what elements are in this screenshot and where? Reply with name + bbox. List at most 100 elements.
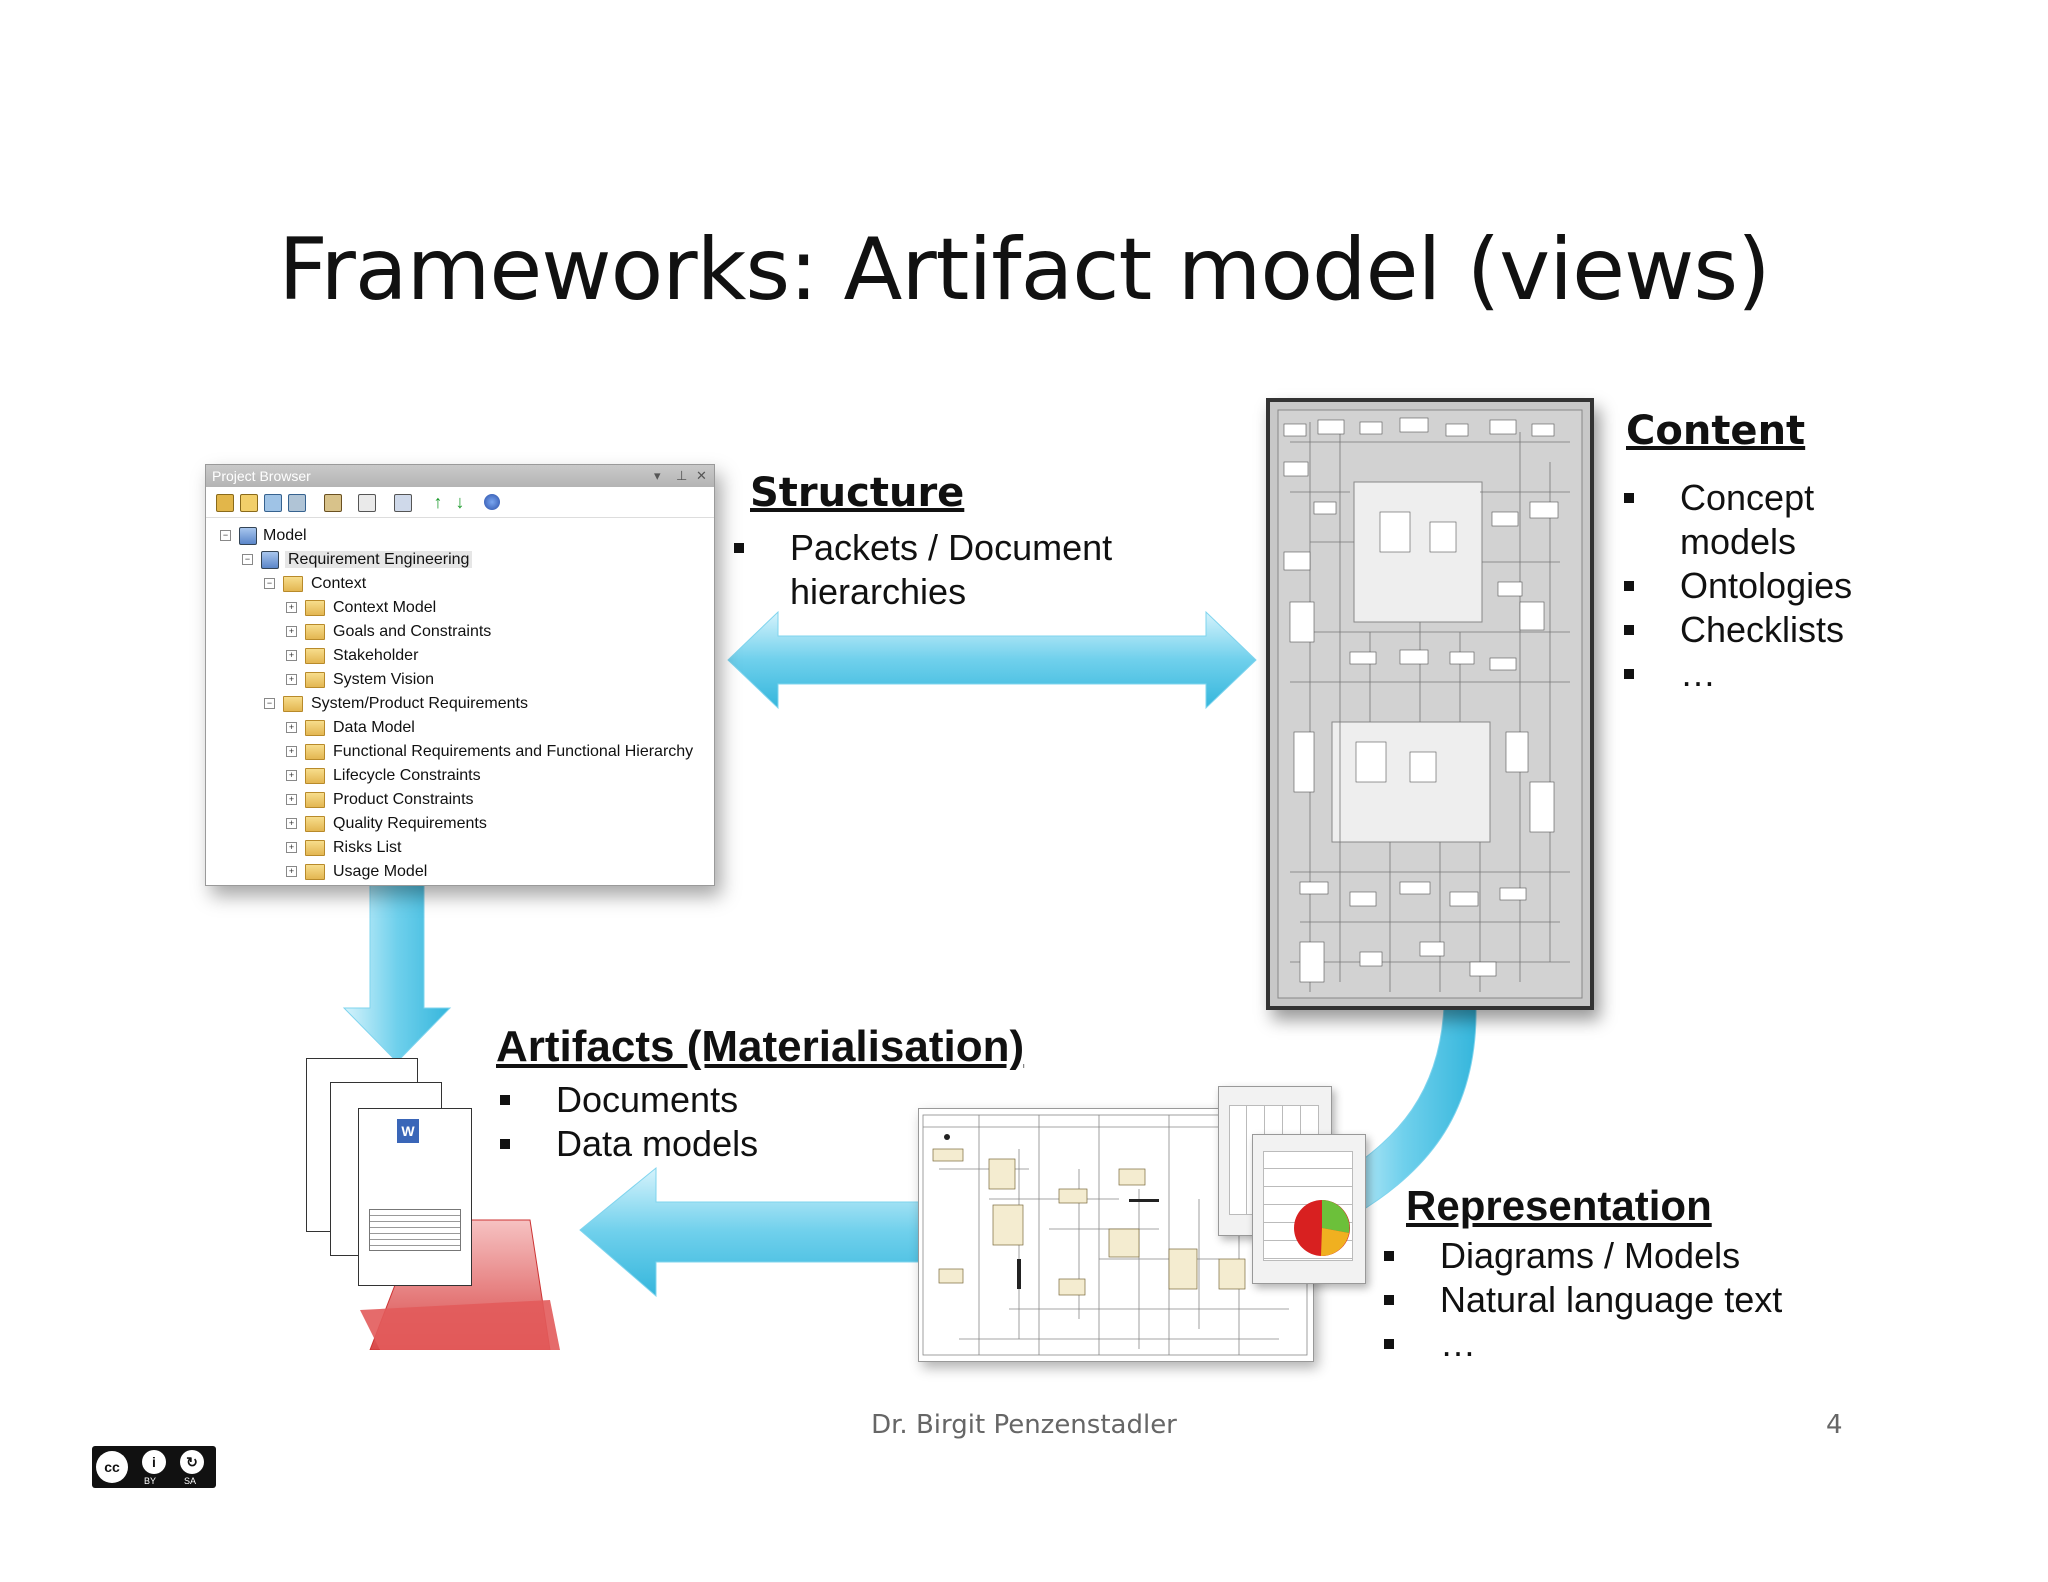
representation-bullets: Diagrams / Models Natural language text … bbox=[1380, 1234, 1782, 1366]
folder-icon bbox=[305, 599, 325, 616]
expand-icon[interactable]: + bbox=[286, 626, 297, 638]
attribution-icon: i bbox=[142, 1450, 166, 1474]
tree-item-lifecycle-constraints[interactable]: +Lifecycle Constraints bbox=[286, 765, 481, 787]
expand-icon[interactable]: + bbox=[286, 770, 297, 782]
collapse-icon[interactable]: − bbox=[220, 530, 231, 542]
expand-icon[interactable]: + bbox=[286, 602, 297, 614]
expand-icon[interactable]: + bbox=[286, 818, 297, 830]
content-heading: Content bbox=[1626, 408, 1806, 454]
project-browser-window: Project Browser ▾ ⊥ ✕ ↑ ↓ −Model −Requir… bbox=[205, 464, 715, 886]
expand-icon[interactable]: + bbox=[286, 794, 297, 806]
tree-item-context-model[interactable]: +Context Model bbox=[286, 597, 436, 619]
by-label: BY bbox=[144, 1476, 157, 1486]
content-bullet-more: … bbox=[1620, 652, 1852, 696]
collapse-icon[interactable]: − bbox=[242, 554, 253, 566]
footer-author: Dr. Birgit Penzenstadler bbox=[871, 1410, 1177, 1440]
model-icon bbox=[239, 526, 257, 545]
tree-item-risks-list[interactable]: +Risks List bbox=[286, 837, 401, 859]
documents-folder-graphic: W bbox=[300, 1050, 580, 1351]
artifacts-bullets: Documents Data models bbox=[496, 1078, 758, 1166]
expand-icon[interactable]: + bbox=[286, 746, 297, 758]
folder-icon bbox=[283, 695, 303, 712]
tree-item-stakeholder[interactable]: +Stakeholder bbox=[286, 645, 418, 667]
project-browser-title: Project Browser bbox=[212, 468, 311, 484]
tree-item-model[interactable]: −Model bbox=[220, 525, 307, 547]
new-model-icon[interactable] bbox=[216, 494, 234, 512]
slide-title: Frameworks: Artifact model (views) bbox=[278, 220, 1770, 320]
tree-item-context[interactable]: −Context bbox=[264, 573, 366, 595]
folder-icon bbox=[305, 839, 325, 856]
content-bullet-ontologies: Ontologies bbox=[1620, 564, 1852, 608]
share-alike-icon: ↻ bbox=[180, 1450, 204, 1474]
collapse-icon[interactable]: − bbox=[264, 698, 275, 710]
sa-label: SA bbox=[184, 1476, 197, 1486]
representation-bullet-natural-language: Natural language text bbox=[1380, 1278, 1782, 1322]
close-icon[interactable]: ✕ bbox=[696, 468, 707, 483]
doc-table bbox=[369, 1209, 461, 1251]
tree-item-system-product-requirements[interactable]: −System/Product Requirements bbox=[264, 693, 528, 715]
find-icon[interactable] bbox=[324, 494, 342, 512]
concept-model-graphic bbox=[1277, 409, 1583, 999]
expand-icon[interactable]: + bbox=[286, 722, 297, 734]
folder-icon bbox=[305, 791, 325, 808]
tree-item-data-model[interactable]: +Data Model bbox=[286, 717, 415, 739]
project-browser-titlebar: Project Browser ▾ ⊥ ✕ bbox=[206, 465, 714, 487]
cc-by-sa-icon[interactable]: cc i ↻ BY SA bbox=[92, 1446, 216, 1488]
expand-icon[interactable]: + bbox=[286, 650, 297, 662]
move-up-icon[interactable]: ↑ bbox=[433, 492, 443, 512]
folder-icon bbox=[305, 863, 325, 880]
representation-heading: Representation bbox=[1406, 1182, 1712, 1229]
activity-diagram-graphic bbox=[922, 1114, 1308, 1356]
collapse-icon[interactable]: − bbox=[264, 578, 275, 590]
folder-front-icon bbox=[360, 1300, 560, 1350]
double-arrow bbox=[727, 610, 1257, 710]
representation-bullet-diagrams: Diagrams / Models bbox=[1380, 1234, 1782, 1278]
tree-item-usage-model[interactable]: +Usage Model bbox=[286, 861, 427, 883]
artifacts-bullet-data-models: Data models bbox=[496, 1122, 758, 1166]
down-arrow bbox=[342, 883, 452, 1063]
folder-icon bbox=[305, 647, 325, 664]
representation-bullet-more: … bbox=[1380, 1322, 1782, 1366]
page-number: 4 bbox=[1826, 1410, 1843, 1440]
project-browser-toolbar: ↑ ↓ bbox=[206, 487, 714, 518]
word-logo-icon: W bbox=[397, 1119, 419, 1143]
tree-item-requirement-engineering[interactable]: −Requirement Engineering bbox=[242, 549, 473, 571]
pie-chart-icon bbox=[1294, 1200, 1350, 1257]
folder-icon bbox=[305, 719, 325, 736]
new-diagram-icon[interactable] bbox=[264, 494, 282, 512]
spreadsheet-icon bbox=[1252, 1134, 1366, 1284]
new-element-icon[interactable] bbox=[288, 494, 306, 512]
tree-item-product-constraints[interactable]: +Product Constraints bbox=[286, 789, 474, 811]
new-package-icon[interactable] bbox=[240, 494, 258, 512]
folder-icon bbox=[305, 671, 325, 688]
tree-item-system-vision[interactable]: +System Vision bbox=[286, 669, 434, 691]
pin-icon[interactable]: ⊥ bbox=[676, 468, 688, 483]
generate-icon[interactable] bbox=[394, 494, 412, 512]
word-doc-icon: W bbox=[358, 1108, 472, 1286]
structure-heading: Structure bbox=[750, 470, 965, 516]
expand-icon[interactable]: + bbox=[286, 842, 297, 854]
folder-icon bbox=[305, 743, 325, 760]
folder-icon bbox=[305, 623, 325, 640]
expand-icon[interactable]: + bbox=[286, 674, 297, 686]
package-icon bbox=[261, 550, 279, 569]
dropdown-icon[interactable]: ▾ bbox=[654, 468, 661, 483]
folder-icon bbox=[283, 575, 303, 592]
move-down-icon[interactable]: ↓ bbox=[455, 492, 465, 512]
left-arrow bbox=[579, 1166, 921, 1298]
content-bullet-checklists: Checklists bbox=[1620, 608, 1852, 652]
folder-icon bbox=[305, 767, 325, 784]
document-icon[interactable] bbox=[358, 494, 376, 512]
cc-logo-icon: cc bbox=[96, 1451, 128, 1483]
tree-item-quality-requirements[interactable]: +Quality Requirements bbox=[286, 813, 487, 835]
tree-item-goals-and-constraints[interactable]: +Goals and Constraints bbox=[286, 621, 491, 643]
tree-item-functional-requirements[interactable]: +Functional Requirements and Functional … bbox=[286, 741, 693, 763]
concept-model-diagram bbox=[1266, 398, 1594, 1010]
expand-icon[interactable]: + bbox=[286, 866, 297, 878]
help-icon[interactable] bbox=[484, 494, 500, 510]
artifacts-bullet-documents: Documents bbox=[496, 1078, 758, 1122]
